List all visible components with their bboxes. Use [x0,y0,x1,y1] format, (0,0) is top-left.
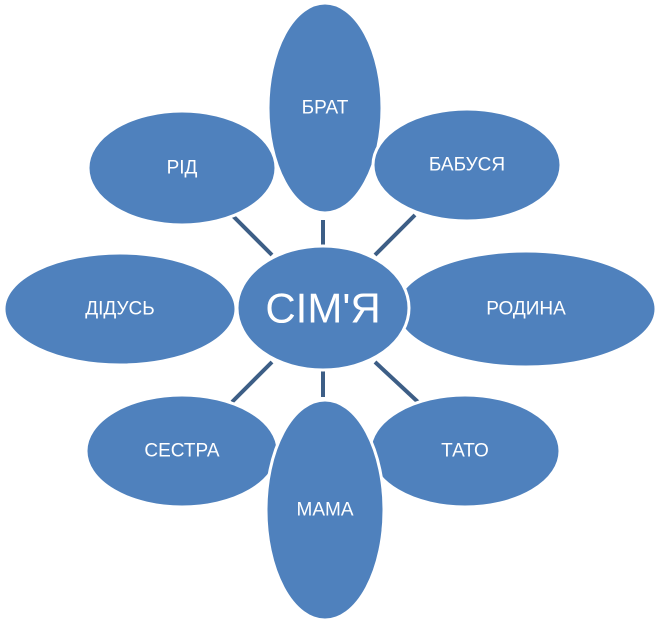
node-label-rodyna: РОДИНА [486,299,566,320]
center-node: СІМ'Я [235,244,411,372]
connector-babusia [373,213,417,257]
node-brat: БРАТ [266,1,384,215]
node-rid: РІД [86,109,278,227]
node-sestra: СЕСТРА [84,393,280,509]
node-rodyna: РОДИНА [394,249,658,369]
node-label-tato: ТАТО [441,441,489,462]
node-label-mama: МАМА [297,500,354,521]
node-tato: ТАТО [368,393,562,509]
node-label-babusia: БАБУСЯ [429,155,505,176]
center-label: СІМ'Я [265,285,380,332]
node-mama: МАМА [264,398,386,622]
connector-lines [230,213,420,404]
node-label-didus: ДІДУСЬ [85,299,155,320]
connector-rid [230,213,274,257]
node-babusia: БАБУСЯ [371,107,563,223]
node-label-brat: БРАТ [302,98,349,119]
node-label-rid: РІД [167,158,198,179]
connector-tato [373,360,420,404]
node-didus: ДІДУСЬ [2,251,238,367]
node-label-sestra: СЕСТРА [144,441,219,462]
connector-sestra [230,360,274,404]
